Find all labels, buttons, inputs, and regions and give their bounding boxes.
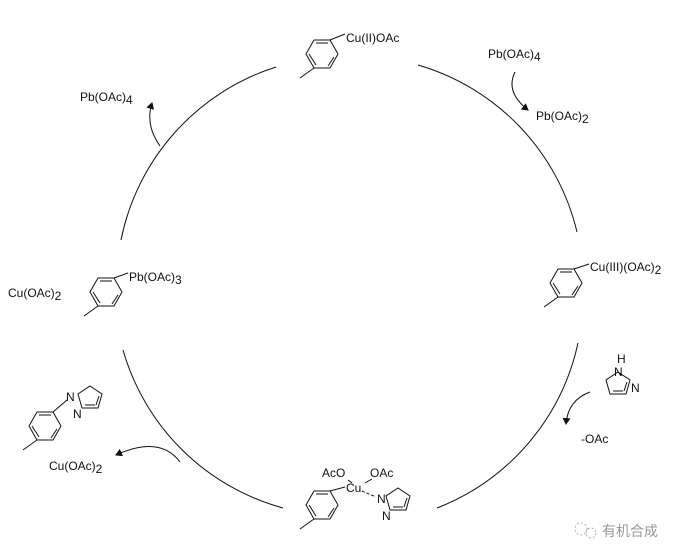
watermark: 有机合成 — [574, 522, 658, 540]
cycle-arc-top-right — [417, 64, 578, 233]
aryl-pb-species: Pb(OAc)3 — [83, 270, 182, 317]
pb-oac2-byproduct: Pb(OAc)2 — [536, 109, 589, 126]
aryl-cu-iii-species: Cu(III)(OAc)2 — [543, 260, 662, 308]
watermark-text: 有机合成 — [602, 524, 658, 540]
pb-oac3-label: Pb(OAc)3 — [129, 270, 182, 287]
n2-label: N — [73, 407, 82, 421]
tolyl-ring-icon — [83, 277, 123, 317]
aco-label: AcO — [322, 466, 345, 480]
n2-label: N — [382, 509, 391, 523]
n1-label: N — [377, 492, 386, 506]
tolyl-ring-icon — [299, 490, 339, 530]
arrow-pyrazole-in — [562, 391, 591, 425]
cycle-arc-bottom-left — [122, 349, 284, 509]
tolyl-ring-icon — [299, 39, 339, 79]
cu-oac2-reagent: Cu(OAc)2 — [8, 286, 62, 303]
oac-leaving: -OAc — [581, 432, 608, 446]
n-label: N — [631, 381, 640, 395]
cu-ii-label: Cu(II)OAc — [346, 31, 399, 45]
pb-oac4-reagent: Pb(OAc)4 — [488, 47, 541, 64]
pb-oac4-regenerated: Pb(OAc)4 — [80, 90, 133, 107]
n1-label: N — [66, 390, 75, 404]
pyrazole-ring-icon — [77, 385, 103, 409]
arrow-product-out — [115, 446, 181, 463]
tolyl-ring-icon — [22, 411, 62, 451]
oac-label: OAc — [370, 466, 393, 480]
cu-oac2-product: Cu(OAc)2 — [49, 459, 103, 476]
n-tolyl-pyrazole-product: N N — [22, 385, 103, 451]
pyrazole-ring-icon — [385, 487, 411, 511]
arrow-pb4-in — [511, 71, 529, 111]
cycle-arc-bottom-right — [436, 342, 579, 509]
cycle-arc-top-left — [120, 66, 277, 241]
wechat-logo-icon — [574, 522, 588, 536]
h-label: H — [617, 352, 626, 366]
cu-label: Cu — [346, 481, 361, 495]
arrow-pb4-out — [146, 102, 161, 147]
aryl-cu-ii-species: Cu(II)OAc — [299, 31, 399, 79]
pyrazole-reagent: N H N — [605, 352, 640, 395]
tolyl-ring-icon — [543, 268, 583, 308]
cu-iii-label: Cu(III)(OAc)2 — [590, 260, 662, 277]
cu-pyrazole-complex: AcO Cu OAc N N — [299, 466, 411, 530]
nh-label: N — [614, 365, 623, 379]
